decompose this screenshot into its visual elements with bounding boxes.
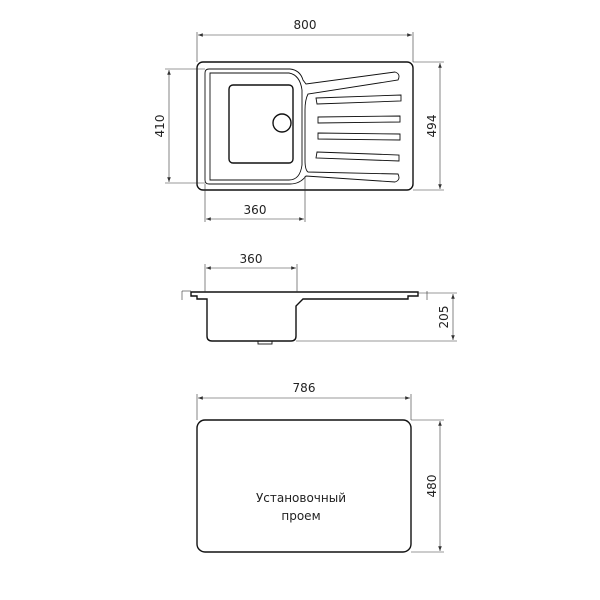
bowl-interior — [228, 84, 294, 164]
bowl-and-drainboard-outline — [204, 68, 400, 185]
sink-profile — [190, 291, 419, 342]
cutout-width-label: 786 — [293, 381, 316, 395]
drain-icon — [272, 113, 292, 133]
width-label: 800 — [294, 18, 317, 32]
drain-outlet — [257, 340, 273, 345]
bowl-depth-label: 410 — [153, 115, 167, 138]
drain-grooves — [315, 94, 402, 162]
height-label: 205 — [437, 306, 451, 329]
cutout-outline — [196, 419, 412, 553]
cutout-label-line1: Установочный — [256, 491, 346, 505]
bowl-width-label: 360 — [244, 203, 267, 217]
side-bowl-width-label: 360 — [240, 252, 263, 266]
bowl-rim — [209, 72, 303, 181]
depth-label: 494 — [425, 115, 439, 138]
cutout-view: 786 480 Установочный проем — [196, 381, 444, 553]
cutout-height-label: 480 — [425, 475, 439, 498]
top-view: 800 410 494 360 — [153, 18, 444, 222]
side-view: 360 205 — [181, 252, 457, 345]
cutout-label-line2: проем — [281, 509, 320, 523]
